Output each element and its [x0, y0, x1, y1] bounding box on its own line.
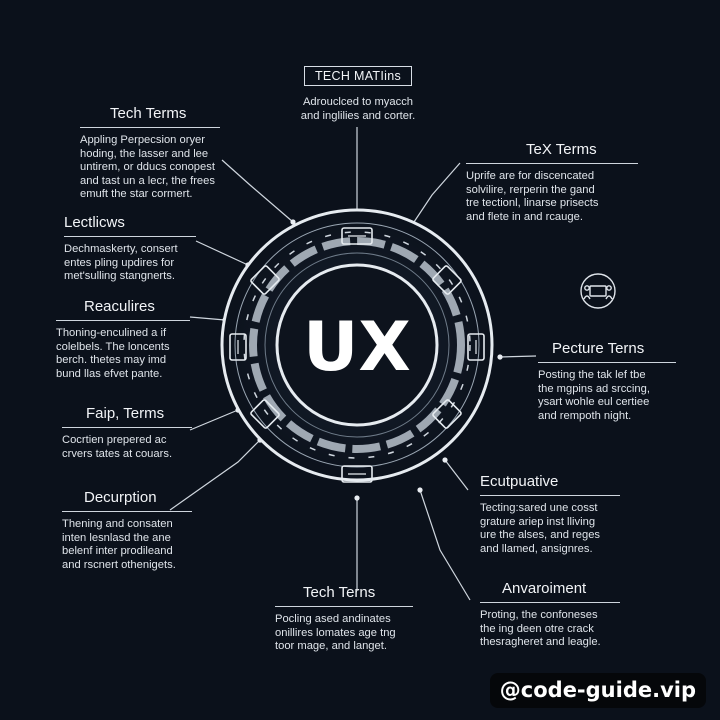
block-line: ure the alses, and reges	[480, 529, 601, 542]
block-line: inten lesnlasd the ane	[62, 531, 171, 544]
block-line: emuft the star cormert.	[80, 188, 193, 201]
watermark: @code-guide.vip	[489, 673, 706, 708]
block-left-2: Lectlicws Dechmaskerty, consert entes pl…	[64, 214, 204, 284]
block-line: tre tectionl, linarse prisects	[466, 197, 599, 210]
block-left-4: Faip, Terms Cocrtien prepered ac crvers …	[62, 405, 202, 461]
block-line: ysart wohle eul certiee	[538, 396, 650, 409]
block-line: solvilire, rerperin the gand	[466, 183, 595, 196]
block-top-center: TECH MATIins Adrouclced to myacch and in…	[290, 66, 426, 123]
block-line: colelbels. The loncents	[56, 340, 170, 353]
block-line: the mgpins ad srccing,	[538, 382, 650, 395]
people-presentation-icon	[580, 273, 616, 309]
block-line: Posting the tak lef tbe	[538, 369, 646, 381]
block-line: hoding, the lasser and lee	[80, 147, 209, 160]
block-title: Reaculires	[84, 298, 155, 315]
block-right-1: TeX Terms Uprife are for discencated sol…	[466, 141, 641, 224]
block-title: TeX Terms	[526, 141, 597, 158]
block-title: Pecture Terns	[552, 340, 645, 357]
block-left-3: Reaculires Thoning-enculined a if colelb…	[56, 298, 196, 381]
connector-lines	[169, 127, 537, 601]
block-line: untirem, or dducs conopest	[80, 161, 215, 174]
block-title: Tech Terms	[110, 105, 187, 122]
block-left-1: Tech Terms Appling Perpecsion oryer hodi…	[80, 105, 230, 202]
block-line: Uprife are for discencated	[466, 170, 595, 182]
block-line: toor mage, and langet.	[275, 640, 387, 653]
block-line: crvers tates at couars.	[62, 447, 173, 460]
block-right-4: Anvaroiment Proting, the confoneses the …	[480, 580, 630, 650]
block-line: Pocling ased andinates	[275, 613, 391, 625]
block-line: belenf inter prodileand	[62, 545, 173, 558]
block-line: Thoning-enculined a if	[56, 327, 167, 339]
block-line: the ing deen otre crack	[480, 622, 594, 635]
block-line: grature ariep inst lliving	[480, 515, 596, 528]
block-title: TECH MATIins	[303, 66, 412, 86]
block-line: and llamed, ansignres.	[480, 542, 593, 555]
ring-modules	[229, 227, 485, 483]
block-title: Ecutpuative	[480, 473, 559, 490]
block-title: Faip, Terms	[86, 405, 165, 422]
ring-module-marks	[237, 235, 477, 475]
block-line: Tecting:sared une cosst	[480, 502, 598, 514]
block-bottom-center: Tech Terns Pocling ased andinates onilli…	[275, 584, 425, 654]
block-line: Adrouclced to myacch	[302, 96, 414, 108]
block-line: and rempoth night.	[538, 409, 632, 422]
block-title: Anvaroiment	[502, 580, 587, 597]
block-line: bund llas efvet pante.	[56, 367, 163, 380]
block-line: Thening and consaten	[62, 518, 173, 530]
block-line: Dechmaskerty, consert	[64, 243, 178, 255]
block-left-5: Decurption Thening and consaten inten le…	[62, 489, 202, 572]
tech-ring	[220, 208, 494, 482]
block-line: entes pling updires for	[64, 256, 175, 269]
block-line: and inglilies and corter.	[300, 109, 416, 122]
block-line: onillires lomates age tng	[275, 626, 396, 639]
block-right-2: Pecture Terns Posting the tak lef tbe th…	[538, 340, 678, 423]
block-line: and rscnert othenigets.	[62, 558, 176, 571]
block-line: and tast un a lecr, the frees	[80, 174, 215, 187]
block-title: Decurption	[84, 489, 157, 506]
center-label: UX	[303, 308, 411, 387]
block-line: Appling Perpecsion oryer	[80, 134, 205, 146]
block-line: thesragheret and leagle.	[480, 636, 601, 649]
block-line: berch. thetes may imd	[56, 354, 167, 367]
block-title: Tech Terns	[303, 584, 376, 601]
block-line: Proting, the confoneses	[480, 609, 598, 621]
block-right-3: Ecutpuative Tecting:sared une cosst grat…	[480, 473, 630, 556]
block-line: Cocrtien prepered ac	[62, 434, 167, 446]
block-line: met'sulling stangnerts.	[64, 270, 175, 283]
block-line: and flete in and rcauge.	[466, 210, 583, 223]
block-title: Lectlicws	[64, 214, 125, 231]
